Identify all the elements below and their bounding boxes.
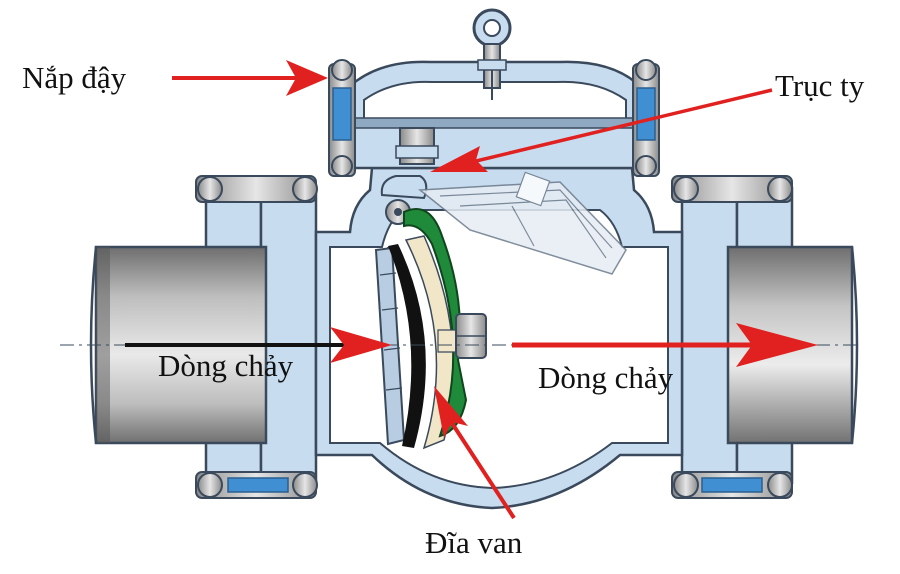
label-shaft: Trục ty — [775, 68, 865, 103]
right-flange-bolts — [671, 175, 793, 499]
lifting-eye-bolt — [472, 8, 512, 100]
label-flow-out: Dòng chảy — [538, 360, 674, 395]
arrow-shaft — [430, 88, 773, 172]
label-cap: Nắp đậy — [22, 60, 127, 95]
arrow-flow-out — [512, 323, 818, 367]
arrow-disc — [434, 386, 516, 520]
label-flow-in: Dòng chảy — [158, 348, 294, 383]
disc-open-position-outline — [418, 171, 627, 275]
left-flange-bolts — [195, 175, 318, 499]
arrow-cap — [172, 60, 328, 96]
label-disc: Đĩa van — [425, 525, 523, 560]
arrow-flow-in — [125, 327, 392, 363]
